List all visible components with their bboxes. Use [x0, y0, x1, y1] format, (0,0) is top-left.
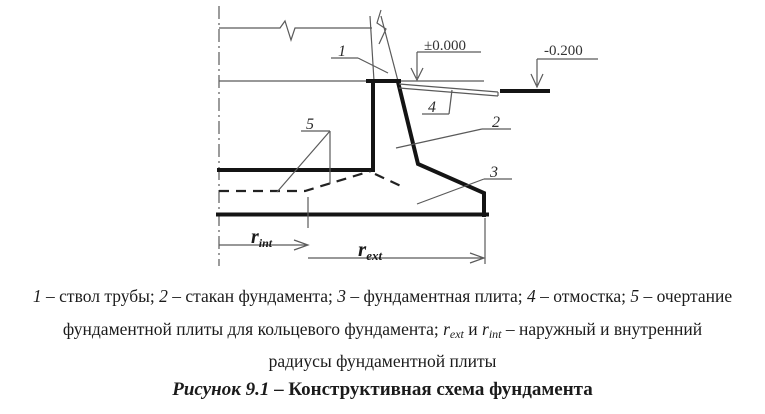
figure-title: Рисунок 9.1 – Конструктивная схема фунда…	[0, 379, 765, 401]
glass-left-edge	[217, 81, 375, 172]
shaft-left-edge	[369, 15, 375, 82]
caption-num-1: 1	[32, 286, 42, 306]
caption2-r-int-subscript: int	[488, 327, 502, 341]
callout-4: 4	[422, 89, 453, 116]
blind-area-top	[398, 83, 499, 93]
ring-plate-dashed-outline	[219, 169, 404, 193]
caption2-text-3: – наружный и внутренний	[501, 319, 703, 339]
callout-5: 5	[276, 116, 331, 193]
callout-1: 1	[331, 43, 389, 74]
r-int-label: rint	[251, 226, 273, 250]
callout-4-number: 4	[428, 99, 436, 116]
caption-text-5: – очертание	[639, 286, 733, 306]
figure-title-label: Рисунок 9.1	[172, 379, 270, 400]
callout-1-number: 1	[338, 43, 346, 60]
caption2-text-2: и	[463, 319, 483, 339]
figure-title-text: Конструктивная схема фундамента	[288, 379, 593, 400]
top-break-line	[219, 19, 372, 42]
caption-num-2: 2	[159, 286, 168, 306]
caption-text-4: – отмостка;	[535, 286, 631, 306]
caption-line-2: фундаментной плиты для кольцевого фундам…	[0, 319, 765, 342]
callout-2-number: 2	[492, 114, 500, 131]
radius-dimensions: rint rext	[219, 197, 486, 264]
dashed-inner-outline	[219, 169, 372, 193]
caption-text-3: – фундаментная плита;	[346, 286, 527, 306]
dashed-outline-right	[374, 173, 404, 188]
callout-1-leader	[357, 57, 389, 74]
callout-5-number: 5	[306, 116, 314, 133]
r-int-arrowhead	[293, 239, 310, 251]
r-int-subscript: int	[259, 236, 273, 250]
chimney-shaft	[369, 9, 399, 82]
r-ext-subscript: ext	[366, 248, 382, 263]
caption-num-4: 4	[526, 286, 536, 306]
figure-title-separator: –	[269, 379, 289, 400]
caption2-r-int-symbol: r	[482, 319, 489, 339]
caption-line-1: 1 – ствол трубы; 2 – стакан фундамента; …	[0, 286, 765, 307]
callout-3: 3	[416, 164, 512, 205]
zero-arrowhead	[410, 67, 424, 82]
caption-line-3: радиусы фундаментной плиты	[268, 351, 497, 371]
elevation-mark-zero: ±0.000	[410, 38, 481, 82]
caption2-r-ext-symbol: r	[443, 319, 450, 339]
callout-5-leader-diagonal	[276, 130, 331, 193]
foundation-diagram: ±0.000 -0.200 1 2 3 4	[216, 6, 598, 266]
caption2-text-1: фундаментной плиты для кольцевого фундам…	[62, 319, 444, 339]
callout-3-leader	[416, 178, 485, 205]
caption-num-3: 3	[337, 286, 347, 306]
shaft-right-edge	[380, 15, 399, 82]
caption-num-5: 5	[630, 286, 640, 306]
r-ext-arrowhead	[469, 252, 486, 264]
foundation-outline	[216, 79, 489, 217]
minus-elevation-label: -0.200	[544, 43, 583, 59]
minus-arrowhead	[530, 73, 544, 89]
caption-text-1: – ствол трубы;	[41, 286, 160, 306]
blind-area-strip	[398, 83, 499, 97]
callout-2: 2	[395, 114, 511, 149]
glass-right-haunch-edge	[395, 79, 486, 217]
callout-4-leader	[448, 89, 453, 115]
r-ext-symbol: r	[358, 237, 367, 261]
callout-2-leader	[395, 128, 483, 149]
r-int-symbol: r	[251, 226, 259, 248]
caption-text-2: – стакан фундамента;	[167, 286, 338, 306]
r-ext-label: rext	[358, 237, 382, 263]
elevation-mark-minus: -0.200	[530, 43, 598, 89]
shaft-break-zigzag	[376, 9, 387, 45]
caption2-r-ext-subscript: ext	[449, 327, 464, 341]
zero-elevation-label: ±0.000	[424, 38, 466, 54]
callout-3-number: 3	[489, 164, 498, 181]
blind-area-bottom	[398, 87, 499, 97]
